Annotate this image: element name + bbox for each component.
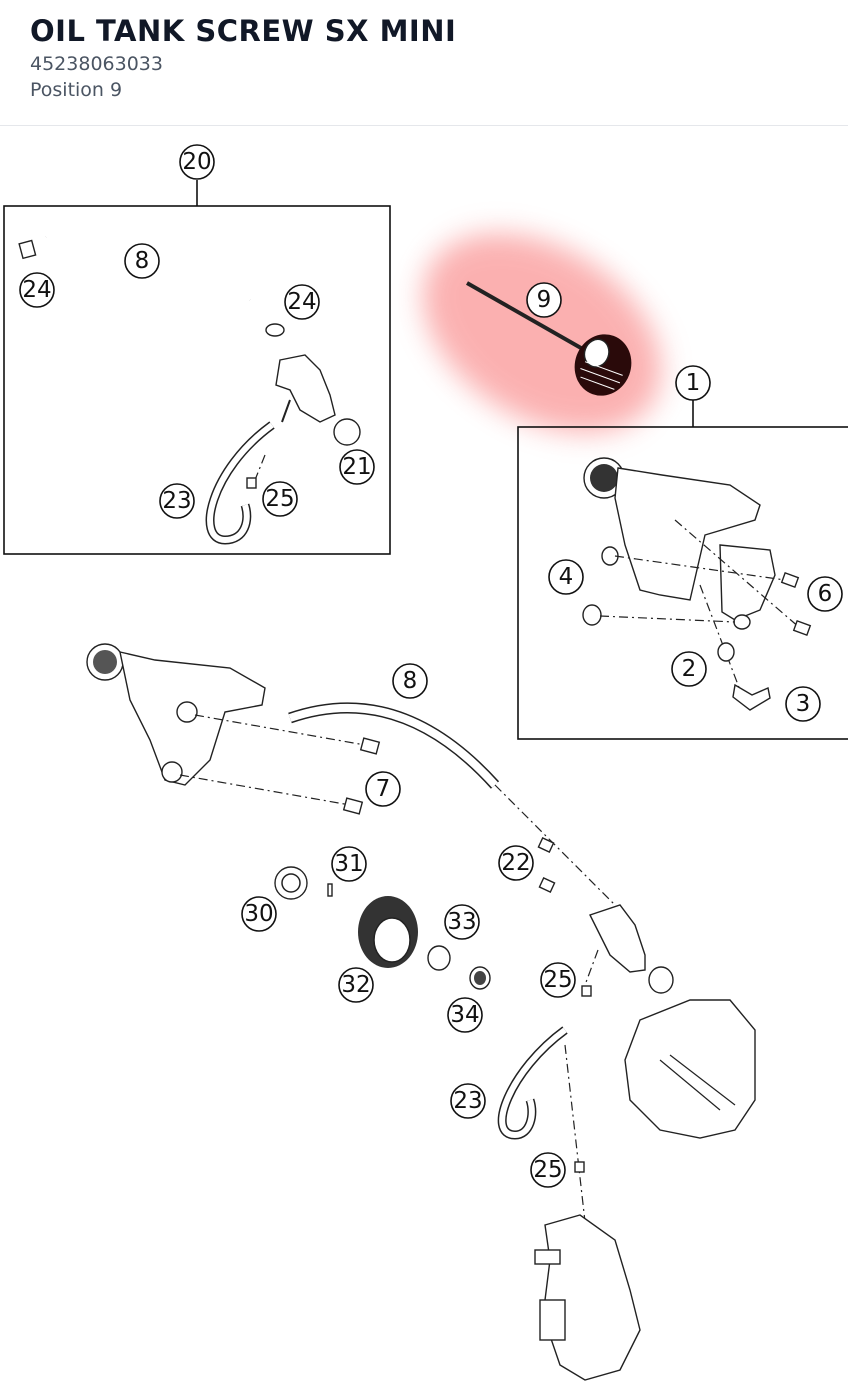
- svg-text:1: 1: [686, 370, 701, 396]
- svg-text:30: 30: [244, 901, 273, 927]
- position-label: Position 9: [30, 79, 123, 101]
- svg-text:32: 32: [341, 972, 370, 998]
- svg-text:31: 31: [334, 851, 363, 877]
- callout-34[interactable]: 34: [447, 997, 483, 1033]
- svg-text:7: 7: [376, 776, 391, 802]
- callout-25[interactable]: 25: [540, 962, 576, 998]
- callout-22[interactable]: 22: [498, 845, 534, 881]
- svg-text:8: 8: [403, 668, 418, 694]
- svg-text:23: 23: [162, 488, 191, 514]
- svg-text:33: 33: [447, 909, 476, 935]
- callout-6[interactable]: 6: [807, 576, 843, 612]
- callout-7[interactable]: 7: [365, 771, 401, 807]
- svg-text:25: 25: [543, 967, 572, 993]
- svg-text:22: 22: [501, 850, 530, 876]
- svg-text:6: 6: [818, 581, 833, 607]
- svg-text:24: 24: [22, 277, 51, 303]
- callout-24[interactable]: 24: [19, 272, 55, 308]
- svg-text:34: 34: [450, 1002, 479, 1028]
- callout-4[interactable]: 4: [548, 559, 584, 595]
- callout-23[interactable]: 23: [159, 483, 195, 519]
- callout-21[interactable]: 21: [339, 449, 375, 485]
- callout-25[interactable]: 25: [262, 481, 298, 517]
- callout-1[interactable]: 1: [675, 365, 711, 401]
- main-assembly: [86, 643, 756, 1381]
- svg-text:2: 2: [682, 656, 697, 682]
- svg-text:21: 21: [342, 454, 371, 480]
- callout-8[interactable]: 8: [392, 663, 428, 699]
- callout-2[interactable]: 2: [671, 651, 707, 687]
- callout-31[interactable]: 31: [331, 846, 367, 882]
- callout-3[interactable]: 3: [785, 686, 821, 722]
- callout-9[interactable]: 9: [526, 282, 562, 318]
- callout-32[interactable]: 32: [338, 967, 374, 1003]
- svg-text:25: 25: [265, 486, 294, 512]
- callout-8[interactable]: 8: [124, 243, 160, 279]
- callout-20[interactable]: 20: [179, 144, 215, 180]
- callout-24[interactable]: 24: [284, 284, 320, 320]
- svg-text:23: 23: [453, 1088, 482, 1114]
- svg-text:4: 4: [559, 564, 574, 590]
- callout-23[interactable]: 23: [450, 1083, 486, 1119]
- assembly-box-1: [517, 400, 848, 740]
- callout-30[interactable]: 30: [241, 896, 277, 932]
- callout-25[interactable]: 25: [530, 1152, 566, 1188]
- svg-text:9: 9: [537, 287, 552, 313]
- assembly-box-20: [3, 180, 391, 555]
- part-title: OIL TANK SCREW SX MINI: [30, 14, 457, 48]
- selected-part-highlight[interactable]: [387, 192, 698, 474]
- svg-text:24: 24: [287, 289, 316, 315]
- callout-33[interactable]: 33: [444, 904, 480, 940]
- part-header: OIL TANK SCREW SX MINI 45238063033 Posit…: [0, 0, 848, 126]
- svg-text:25: 25: [533, 1157, 562, 1183]
- svg-text:8: 8: [135, 248, 150, 274]
- part-number: 45238063033: [30, 53, 163, 75]
- svg-text:3: 3: [796, 691, 811, 717]
- svg-text:20: 20: [182, 149, 211, 175]
